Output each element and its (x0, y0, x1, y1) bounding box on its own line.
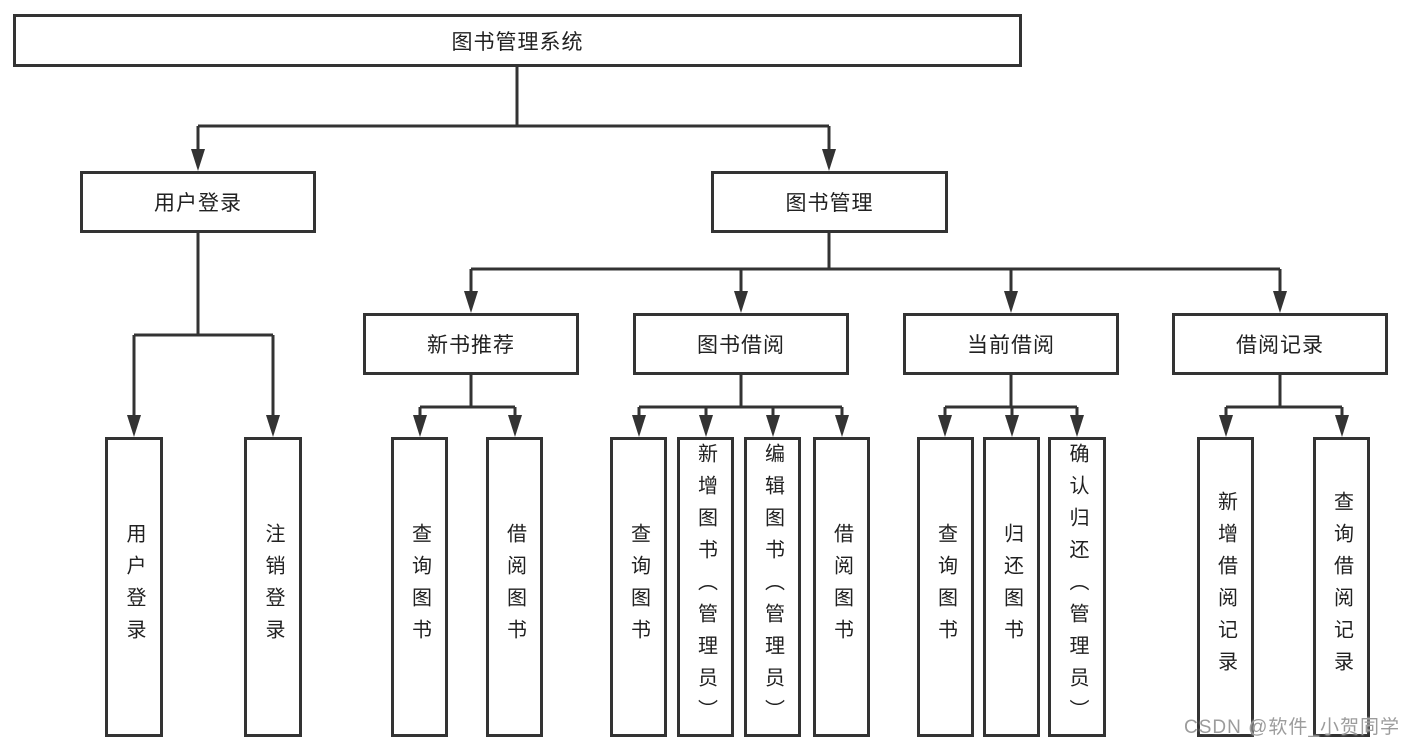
leaf-add-borrow-record: 新增借阅记录 (1197, 437, 1254, 737)
node-borrowing-records: 借阅记录 (1172, 313, 1388, 375)
watermark-text: CSDN @软件_小贺同学 (1184, 717, 1400, 738)
node-new-book-recommendation: 新书推荐 (363, 313, 579, 375)
leaf-query-books-recommend-label: 查询图书 (408, 523, 431, 651)
leaf-borrow-books-label: 借阅图书 (830, 523, 853, 651)
node-book-borrowing: 图书借阅 (633, 313, 849, 375)
leaf-borrow-books-recommend-label: 借阅图书 (503, 523, 526, 651)
leaf-query-books-borrow-label: 查询图书 (627, 523, 650, 651)
leaf-borrow-books-recommend: 借阅图书 (486, 437, 543, 737)
leaf-query-books-borrow: 查询图书 (610, 437, 667, 737)
leaf-borrow-books: 借阅图书 (813, 437, 870, 737)
leaf-edit-book-admin: 编辑图书（管理员） (744, 437, 801, 737)
leaf-confirm-return-admin: 确认归还（管理员） (1048, 437, 1106, 737)
leaf-add-borrow-record-label: 新增借阅记录 (1214, 491, 1237, 683)
node-book-management: 图书管理 (711, 171, 948, 233)
node-library-management-system: 图书管理系统 (13, 14, 1022, 67)
leaf-user-login: 用户登录 (105, 437, 163, 737)
leaf-query-books-recommend: 查询图书 (391, 437, 448, 737)
leaf-logout: 注销登录 (244, 437, 302, 737)
leaf-return-book-label: 归还图书 (1000, 523, 1023, 651)
leaf-query-books-current-label: 查询图书 (934, 523, 957, 651)
leaf-return-book: 归还图书 (983, 437, 1040, 737)
leaf-add-book-admin-label: 新增图书（管理员） (694, 443, 717, 731)
leaf-add-book-admin: 新增图书（管理员） (677, 437, 734, 737)
leaf-confirm-return-admin-label: 确认归还（管理员） (1066, 443, 1088, 731)
leaf-query-borrow-record: 查询借阅记录 (1313, 437, 1370, 737)
node-current-borrowing: 当前借阅 (903, 313, 1119, 375)
leaf-query-borrow-record-label: 查询借阅记录 (1330, 491, 1353, 683)
node-user-login: 用户登录 (80, 171, 316, 233)
leaf-query-books-current: 查询图书 (917, 437, 974, 737)
leaf-edit-book-admin-label: 编辑图书（管理员） (761, 443, 784, 731)
leaf-user-login-label: 用户登录 (123, 523, 145, 651)
leaf-logout-label: 注销登录 (262, 523, 284, 651)
